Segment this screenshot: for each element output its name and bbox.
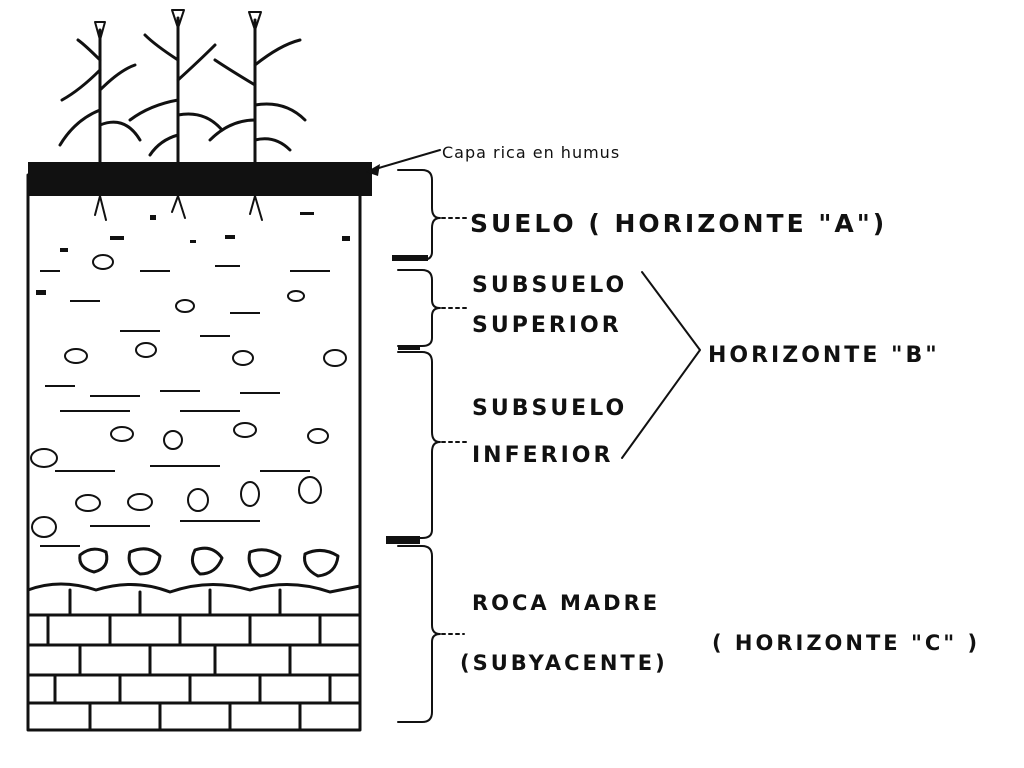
humus-layer-label: Capa rica en humus [442,143,620,162]
horizon-c-label: ( HORIZONTE "C" ) [712,631,980,655]
horizon-b-label: HORIZONTE "B" [708,343,940,368]
upper-subsoil-label-line1: SUBSUELO [472,273,627,298]
humus-layer-band [28,162,372,196]
horizon-brackets [366,149,701,723]
soil-profile-block [26,162,372,732]
bedrock-label-line2: (SUBYACENTE) [460,651,668,675]
lower-subsoil-label-line1: SUBSUELO [472,396,627,421]
lower-subsoil-label-line2: INFERIOR [472,443,613,468]
corn-plants-illustration [58,9,307,172]
bedrock-label-line1: ROCA MADRE [472,591,660,615]
upper-subsoil-label-line2: SUPERIOR [472,313,622,338]
bedrock-blocks [26,582,362,732]
horizon-a-label: SUELO ( HORIZONTE "A") [470,209,887,238]
